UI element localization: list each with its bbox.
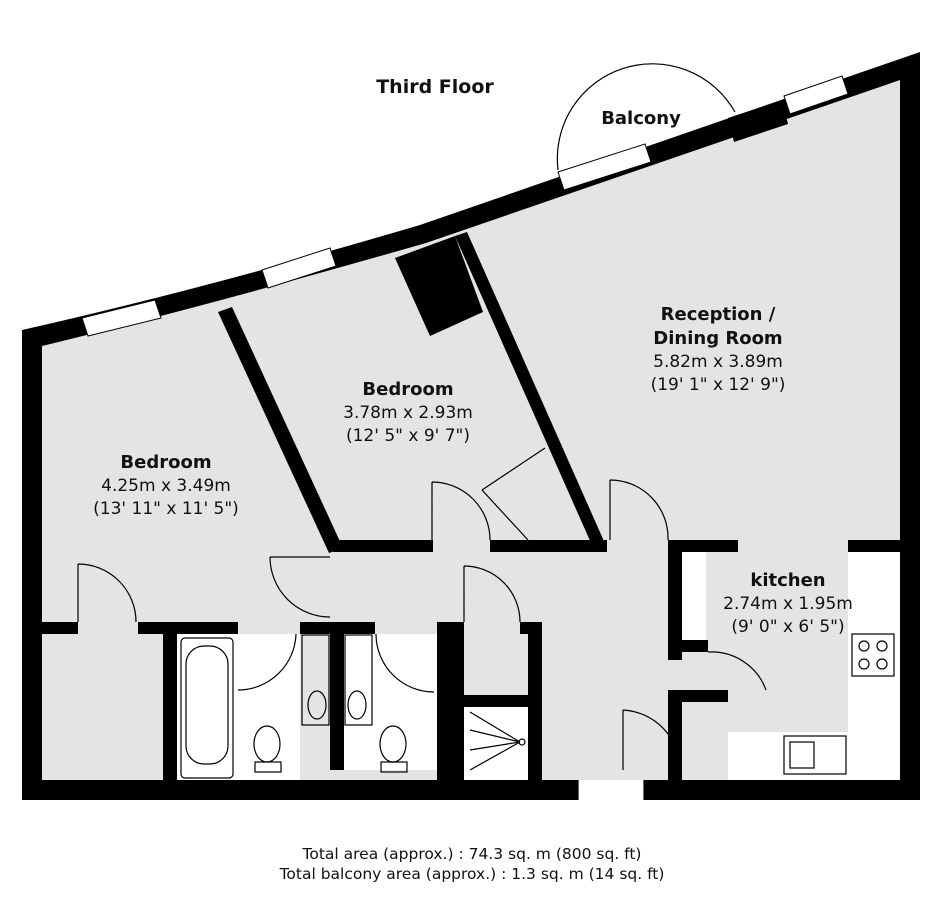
total-area: Total area (approx.) : 74.3 sq. m (800 s… — [302, 845, 642, 863]
entrance-frame — [577, 780, 645, 800]
door-entrance — [622, 709, 681, 771]
hob-ring-1 — [858, 640, 870, 652]
wall-entry-left — [668, 690, 728, 702]
bathtub-basin — [185, 645, 229, 765]
door-middle-bedroom — [431, 481, 491, 541]
hob-ring-4 — [876, 658, 888, 670]
wall-store-right — [163, 622, 177, 780]
shower-spray — [469, 711, 521, 771]
balcony-area: Total balcony area (approx.) : 1.3 sq. m… — [279, 865, 665, 883]
window-1 — [81, 299, 162, 337]
hob-ring-3 — [858, 658, 870, 670]
balcony-label: Balcony — [601, 108, 681, 129]
reception-size-ft: (19' 1" x 12' 9") — [651, 375, 786, 395]
toilet-bath-cistern — [254, 761, 282, 773]
wall-kitchen-cupboard — [668, 640, 708, 652]
wall-kitchen-top-b — [848, 540, 900, 552]
kitchen-sink-bowl — [789, 741, 815, 769]
wall-shower-mid — [437, 695, 542, 707]
window-3 — [557, 143, 652, 191]
bedroom-left-name: Bedroom — [120, 452, 211, 473]
kitchen-name: kitchen — [750, 570, 825, 591]
toilet-ensuite-cistern — [380, 761, 408, 773]
window-2 — [261, 247, 337, 289]
kitchen-hob — [851, 633, 895, 677]
balcony-door-frame — [728, 100, 788, 142]
window-4 — [783, 75, 849, 115]
balcony-outline — [556, 63, 736, 171]
bedroom-middle-size-ft: (12' 5" x 9' 7") — [346, 426, 470, 446]
hob-ring-2 — [876, 640, 888, 652]
bathtub — [180, 637, 234, 779]
basin-bath — [307, 690, 327, 720]
reception-name-line1: Reception / — [661, 304, 776, 325]
basin-ensuite — [347, 690, 367, 720]
door-shower — [463, 565, 521, 623]
entrance-opening — [578, 780, 644, 800]
door-kitchen-cupboard — [707, 651, 767, 691]
door-reception — [609, 479, 669, 541]
bedroom-left-size-ft: (13' 11" x 11' 5") — [93, 499, 239, 519]
basin-bath-counter — [301, 634, 330, 726]
door-left-bedroom-store — [77, 563, 137, 623]
wall-kitchen-left — [668, 540, 682, 660]
balcony-door — [653, 125, 731, 159]
door-ensuite — [375, 633, 435, 693]
wall-bath-divider — [330, 622, 344, 770]
bath-room-floor — [177, 634, 300, 780]
wall-store-top-a — [42, 622, 78, 634]
ensuite-floor — [344, 634, 437, 770]
chimney-breast — [395, 236, 483, 336]
kitchen-cupboard — [682, 552, 706, 640]
kitchen-counter-right — [848, 552, 900, 732]
kitchen-sink — [783, 735, 847, 775]
wall-hall-top-left — [333, 540, 433, 552]
wall-hall-top-mid — [490, 540, 607, 552]
door-hall-left — [269, 556, 331, 618]
bedroom-middle-name: Bedroom — [362, 379, 453, 400]
wall-kitchen-top-a — [668, 540, 738, 552]
kitchen-size-m: 2.74m x 1.95m — [723, 594, 853, 614]
basin-ensuite-counter — [344, 634, 373, 726]
wall-middle-bedroom — [455, 232, 607, 552]
reception-name-line2: Dining Room — [653, 328, 782, 349]
bedroom-left-size-m: 4.25m x 3.49m — [101, 476, 231, 496]
door-bathroom — [237, 633, 297, 691]
kitchen-size-ft: (9' 0" x 6' 5") — [731, 617, 844, 637]
floor-label: Third Floor — [376, 76, 494, 98]
reception-size-m: 5.82m x 3.89m — [653, 352, 783, 372]
door-wardrobe — [481, 447, 546, 541]
wall-store-top-b — [138, 622, 238, 634]
bedroom-middle-size-m: 3.78m x 2.93m — [343, 403, 473, 423]
wall-left-bedroom — [218, 307, 343, 553]
